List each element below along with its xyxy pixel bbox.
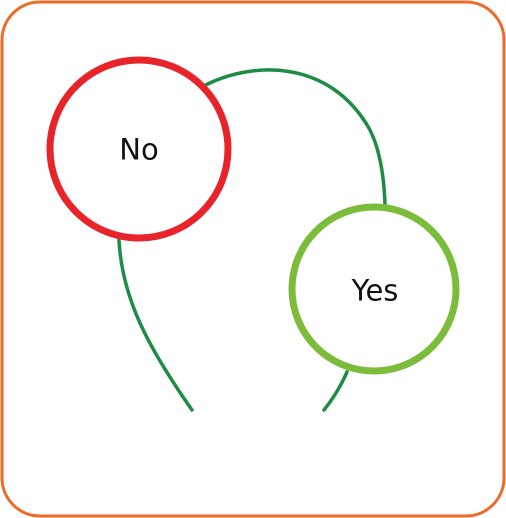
node-yes-label: Yes: [351, 273, 399, 308]
connector-right-tail: [322, 370, 349, 412]
connector-arc-top: [198, 68, 387, 207]
node-no-label: No: [119, 132, 159, 167]
node-no-circle: [46, 56, 232, 242]
connector-left-tail: [117, 238, 194, 412]
node-yes-circle: [288, 203, 460, 375]
